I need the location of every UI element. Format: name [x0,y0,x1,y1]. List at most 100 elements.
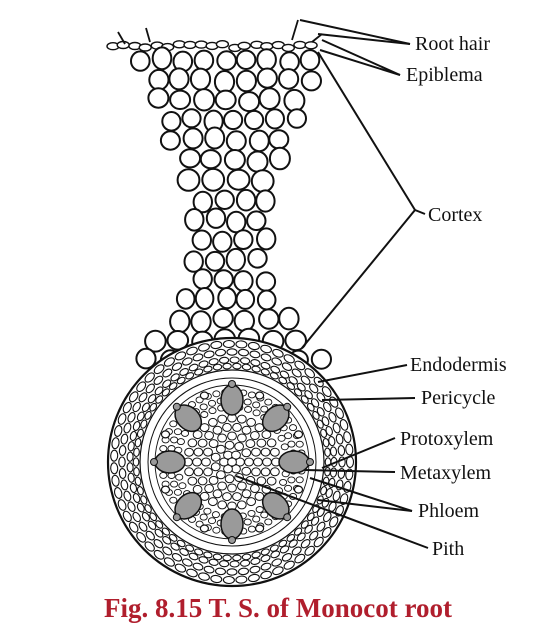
stele-ring-cell [210,574,223,584]
stele-ring-cell [291,368,302,378]
cortex-cell [235,69,257,93]
cortex-cell [212,307,234,329]
stele-ring-cell [162,379,172,388]
stele-ring-cell [294,360,306,371]
stele-ring-cell [186,346,198,356]
stele-ring-cell [294,553,306,564]
cortex-cell [213,70,236,94]
stele-ring-cell [140,419,148,429]
stele-ring-cell [144,372,155,383]
stele-ring-cell [198,572,210,581]
stele-ring-cell [278,539,288,548]
stele-ring-cell [316,521,326,532]
stele-ring-cell [316,419,324,429]
stele-ring-cell [120,479,129,491]
stele-ring-cell [323,401,332,413]
label-protoxylem: Protoxylem [400,428,494,450]
cortex-cell [184,208,205,232]
cortex-cell [258,308,280,330]
stele-ring-cell [272,566,284,576]
stele-ring-cell [229,356,240,364]
cortex-cell [256,289,277,311]
pith-cell [187,476,198,486]
stele-cell [170,436,179,444]
stele-cell [287,440,296,448]
stele-cell [247,525,256,533]
stele-ring-cell [304,368,315,379]
stele-ring-cell [161,527,171,536]
pith-cells [183,413,281,511]
cortex-cell [264,108,285,130]
stele-ring-cell [128,391,139,403]
pith-cell [217,433,228,443]
stele-ring-cell [222,339,235,349]
stele-ring-cell [300,520,309,529]
epiblema-cell [194,40,209,49]
stele-ring-cell [168,382,178,391]
cortex-cell [151,46,173,71]
stele-ring-cell [304,545,315,556]
stele-ring-cell [235,340,248,349]
cortex-cell [199,149,222,170]
stele-ring-cell [170,373,180,382]
stele-ring-cell [188,363,199,372]
stele-cell [255,506,264,513]
stele-ring-cell [127,441,135,452]
stele-cell [279,478,288,486]
pointer-cortex-upper [317,51,416,211]
stele-cell [243,518,252,526]
stele-ring-cell [132,493,141,503]
pith-cell [227,431,237,441]
stele-ring-cell [198,343,210,352]
stele-ring-cell [136,428,144,438]
cortex-cell [233,270,254,292]
stele-ring-cell [163,557,175,567]
stele-ring-cell [132,401,141,413]
stele-ring-cell [147,520,157,530]
stele-ring-cell [126,451,134,462]
stele-cell [252,401,261,409]
pith-cell [227,483,237,493]
pith-cell [193,467,204,477]
root-hair [117,31,126,45]
stele-ring-cell [134,437,142,448]
pith-cell [246,417,257,427]
stele-cell [247,509,256,517]
pith-cell [208,497,218,507]
stele-ring-cell [343,431,352,444]
stele-ring-cell [153,364,165,375]
stele-ring-cell [179,368,189,376]
stele-cell [280,443,289,451]
pith-cell [241,448,252,458]
stele-ring-cell [140,495,148,505]
stele-ring-cell [218,356,230,364]
stele-ring-cell [132,511,141,523]
pith-cell [203,467,213,477]
stele-ring-cell [127,412,136,423]
stele-ring-cell [271,558,282,567]
stele-ring-cell [272,348,284,358]
stele-ring-cell [168,533,178,542]
pith-cell [244,457,254,467]
stele-ring-cell [162,368,173,378]
stele-ring-cell [153,549,165,560]
pith-cell [212,489,223,499]
stele-cell [287,476,296,484]
stele-ring-cell [138,392,148,403]
stele-ring-cell [136,502,145,513]
stele-ring-cell [332,422,341,434]
epiblema-cell [237,41,251,50]
stele-ring-cell [118,467,127,480]
stele-ring-cell [247,341,260,351]
stele-ring-cell [235,575,248,584]
epiblema-cell [304,41,318,50]
stele-ring-cell [138,521,148,532]
stele-ring-cell [129,482,138,494]
metaxylem-vessel [220,384,244,416]
label-pith: Pith [432,538,464,560]
stele-cell [169,420,178,428]
stele-ring-cell [293,527,303,536]
stele-ring-cell [214,348,227,357]
pith-cell [223,464,233,474]
pith-cell [256,438,267,448]
